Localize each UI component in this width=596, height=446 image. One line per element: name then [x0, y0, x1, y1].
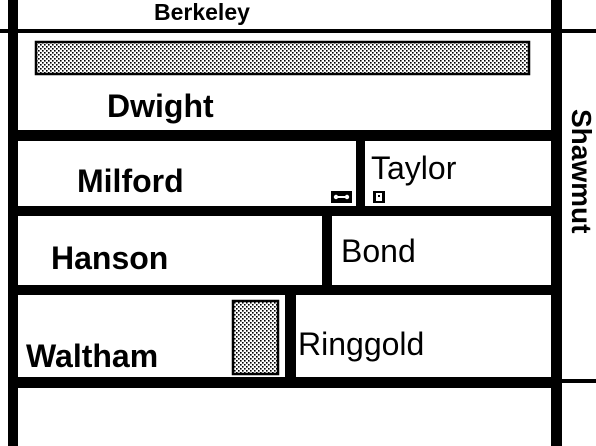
dwight-label: Dwight — [107, 88, 214, 124]
bond-divider-line — [322, 214, 332, 287]
scissors-icon — [331, 191, 352, 203]
park-strip — [34, 40, 531, 76]
shawmut-street-line — [551, 0, 562, 446]
hanson-street-line — [8, 285, 560, 295]
milford-street-line — [8, 206, 560, 216]
shawmut-cross-line — [560, 379, 596, 383]
shawmut-label: Shawmut — [566, 109, 596, 233]
bond-label: Bond — [341, 233, 416, 269]
ringgold-divider-line — [285, 293, 296, 379]
left-edge-street-line — [8, 0, 18, 446]
taylor-divider-line — [356, 141, 365, 208]
restaurant-icon — [373, 191, 385, 203]
taylor-label: Taylor — [371, 150, 457, 186]
milford-label: Milford — [77, 163, 184, 199]
ringgold-label: Ringgold — [298, 326, 424, 362]
berkeley-street-line — [0, 29, 596, 33]
hanson-label: Hanson — [51, 240, 168, 276]
park-block — [231, 299, 280, 376]
berkeley-label: Berkeley — [154, 0, 250, 25]
dwight-street-line — [8, 130, 560, 141]
waltham-label: Waltham — [26, 338, 158, 374]
waltham-street-line — [8, 377, 560, 388]
